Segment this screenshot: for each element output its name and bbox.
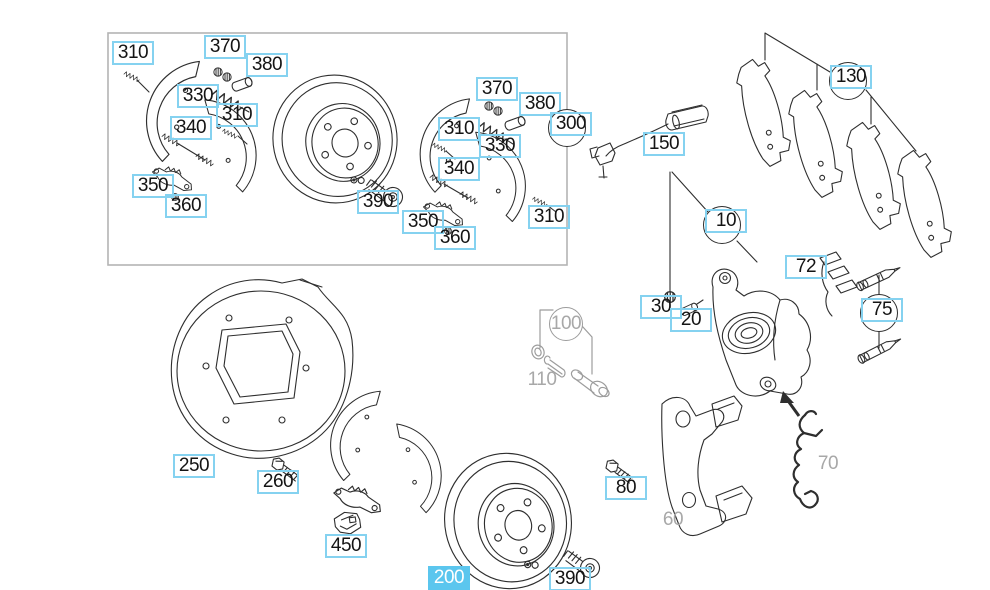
part-label-350-6[interactable]: 350 [132,174,174,198]
part-label-330-3[interactable]: 330 [177,84,219,108]
part-label-30-21[interactable]: 30 [640,295,682,319]
part-label-70-34: 70 [817,453,839,474]
kit-group-frame [107,32,568,266]
part-label-130-19[interactable]: 130 [830,65,872,89]
part-callout-circle-75 [860,294,898,332]
part-label-200-30[interactable]: 200 [428,566,470,590]
part-callout-circle-10 [703,206,741,244]
part-label-250-27[interactable]: 250 [173,454,215,478]
part-label-340-5[interactable]: 340 [170,116,212,140]
part-label-330-12[interactable]: 330 [479,134,521,158]
part-label-300-17[interactable]: 300 [550,112,592,136]
part-callout-circle-130 [829,62,867,100]
part-label-260-28[interactable]: 260 [257,470,299,494]
part-label-80-32[interactable]: 80 [605,476,647,500]
part-label-100-25: 100 [550,313,582,334]
part-label-75-24[interactable]: 75 [861,298,903,322]
part-label-20-22[interactable]: 20 [670,308,712,332]
part-label-370-9[interactable]: 370 [476,77,518,101]
part-callout-circle-100 [549,307,583,341]
part-label-60-33: 60 [662,509,684,530]
part-label-350-14[interactable]: 350 [402,210,444,234]
part-label-370-1[interactable]: 370 [204,35,246,59]
part-label-390-8[interactable]: 390 [357,190,399,214]
part-label-360-7[interactable]: 360 [165,194,207,218]
part-label-110-26: 110 [527,369,557,390]
part-callout-circle-300 [548,109,586,147]
part-label-310-4[interactable]: 310 [216,103,258,127]
part-label-340-13[interactable]: 340 [438,157,480,181]
part-label-10-20[interactable]: 10 [705,209,747,233]
part-label-390-31[interactable]: 390 [549,567,591,590]
part-label-450-29[interactable]: 450 [325,534,367,558]
part-label-380-10[interactable]: 380 [519,92,561,116]
part-label-150-18[interactable]: 150 [643,132,685,156]
part-label-310-16[interactable]: 310 [528,205,570,229]
part-label-360-15[interactable]: 360 [434,226,476,250]
part-label-310-11[interactable]: 310 [438,117,480,141]
part-label-72-23[interactable]: 72 [785,255,827,279]
part-label-310-0[interactable]: 310 [112,41,154,65]
part-label-380-2[interactable]: 380 [246,53,288,77]
